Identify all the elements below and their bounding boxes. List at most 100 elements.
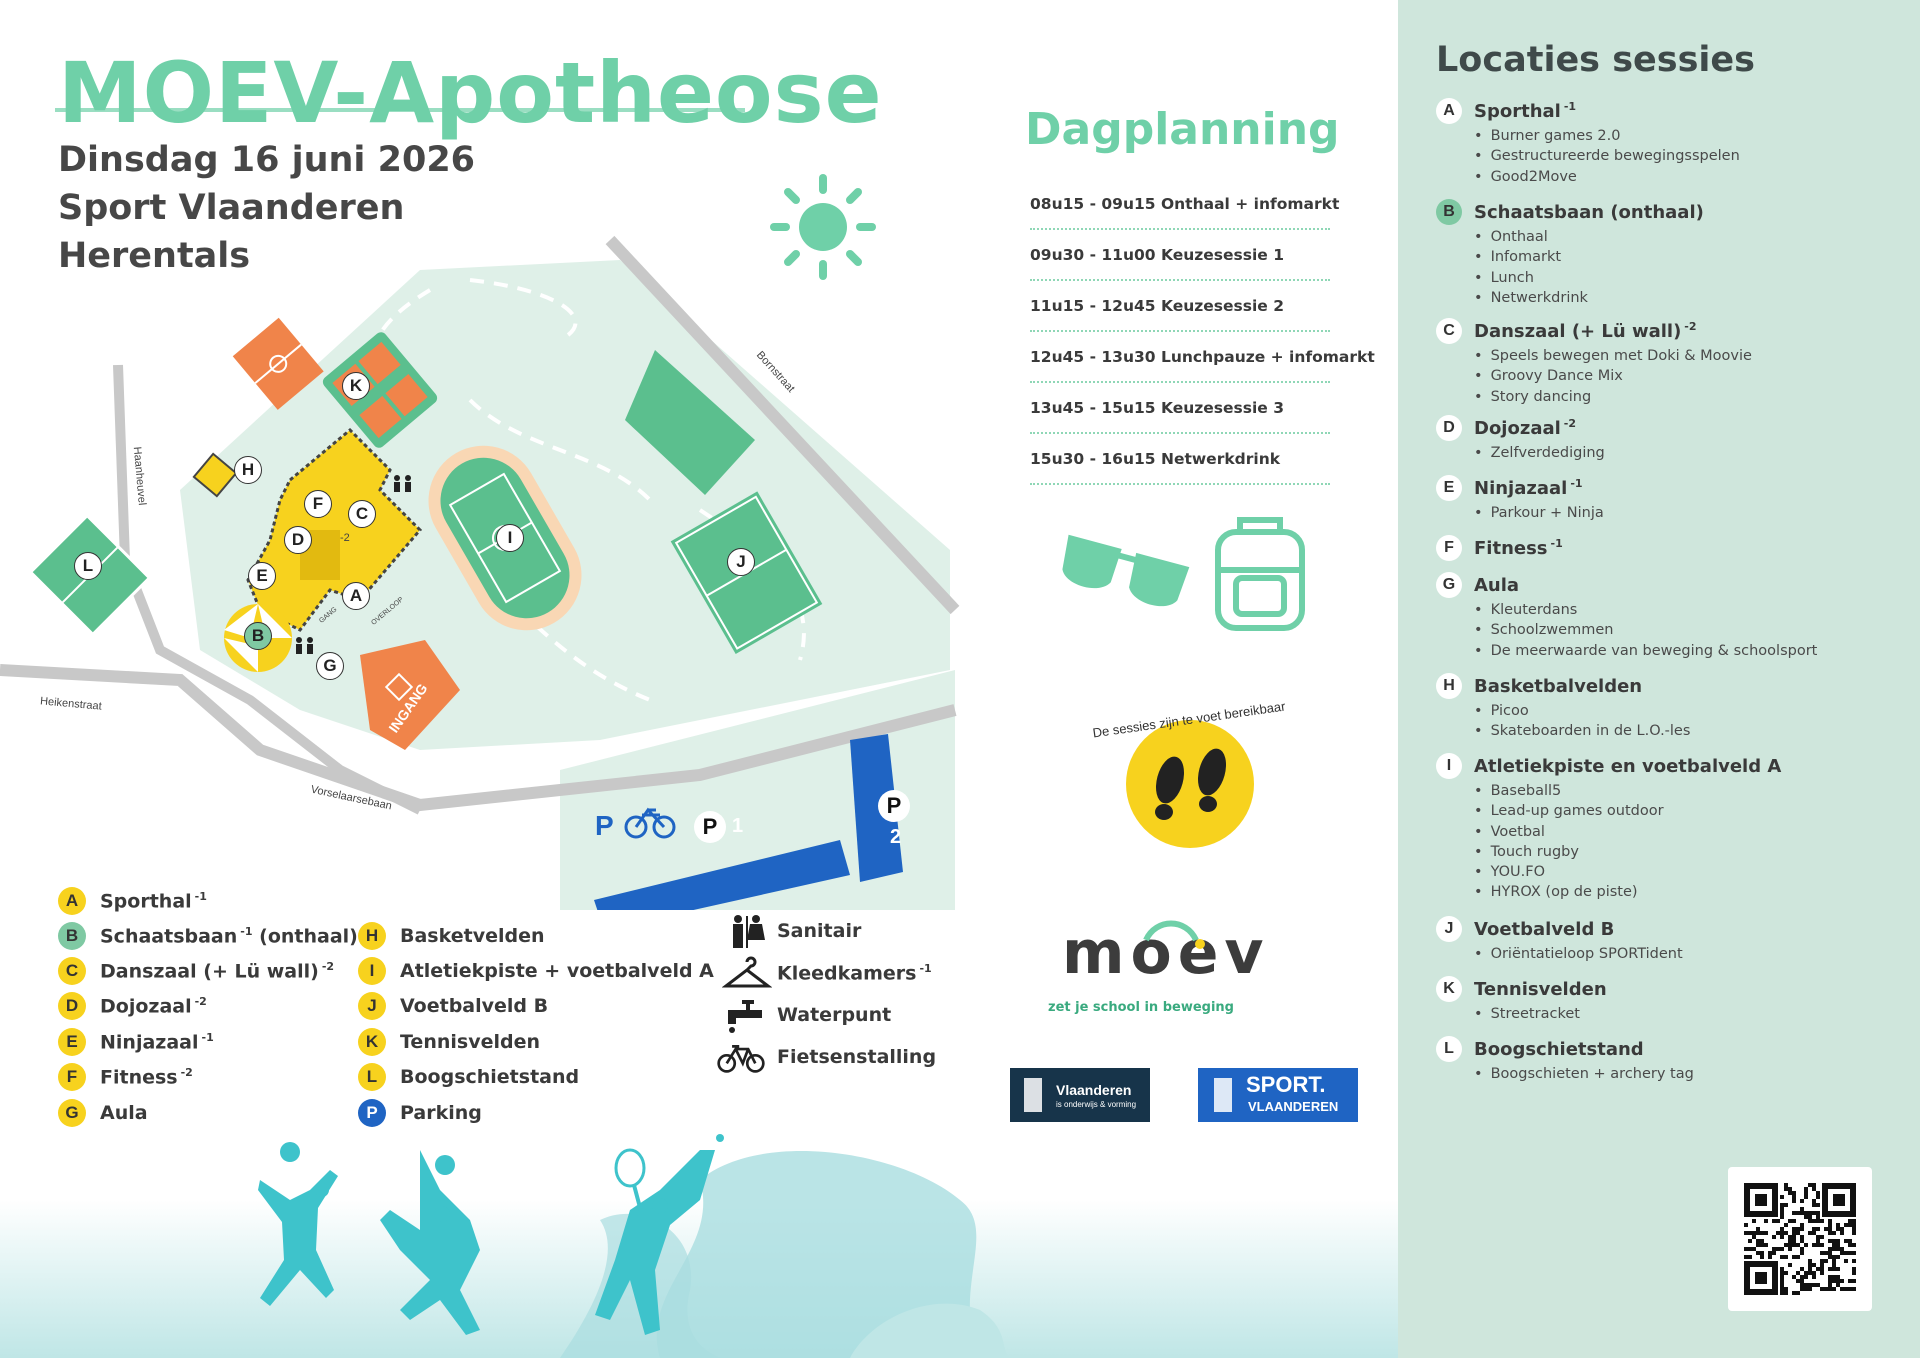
map-marker-i: I bbox=[496, 524, 524, 552]
legend-item-k: K Tennisvelden bbox=[358, 1027, 540, 1057]
location-badge: L bbox=[1436, 1036, 1462, 1062]
vlaanderen-logo-sub: is onderwijs & vorming bbox=[1056, 1100, 1137, 1109]
legend-badge: G bbox=[58, 1099, 86, 1127]
sport-vlaanderen-logo-line1: SPORT. bbox=[1246, 1072, 1326, 1097]
symbol-label-sanitair: Sanitair bbox=[777, 920, 862, 942]
qr-code[interactable] bbox=[1728, 1167, 1872, 1311]
session-item: Story dancing bbox=[1474, 387, 1906, 407]
sun-icon bbox=[770, 174, 876, 280]
location-name: Voetbalveld B bbox=[1474, 918, 1615, 940]
session-item: Zelfverdediging bbox=[1474, 443, 1906, 463]
toilet-map-icon bbox=[394, 475, 411, 492]
location-header: E Ninjazaal-1 bbox=[1436, 473, 1906, 503]
legend-badge: P bbox=[358, 1099, 386, 1127]
qr-code-icon bbox=[1744, 1183, 1856, 1295]
hanger-icon bbox=[722, 956, 772, 988]
legend-item-b: B Schaatsbaan-1 (onthaal) bbox=[58, 921, 358, 951]
location-name: Atletiekpiste en voetbalveld A bbox=[1474, 755, 1782, 777]
footpath bbox=[370, 278, 806, 702]
plan-row: 12u45 - 13u30 Lunchpauze + infomarkt bbox=[1030, 333, 1375, 383]
parking-p1-badge: P bbox=[694, 811, 726, 843]
session-item: Onthaal bbox=[1474, 227, 1906, 247]
location-badge: B bbox=[1436, 199, 1462, 225]
location-badge: C bbox=[1436, 318, 1462, 344]
location-name: Fitness-1 bbox=[1474, 537, 1563, 559]
session-list: Streetracket bbox=[1474, 1004, 1906, 1024]
map-marker-d: D bbox=[284, 526, 312, 554]
toilet-icon bbox=[733, 915, 765, 948]
session-item: Lead-up games outdoor bbox=[1474, 801, 1906, 821]
location-name: Aula bbox=[1474, 574, 1520, 596]
map-marker-b: B bbox=[244, 622, 272, 650]
svg-text:P: P bbox=[595, 810, 614, 841]
bottom-wave-background bbox=[0, 1151, 1398, 1358]
location-name: Boogschietstand bbox=[1474, 1038, 1644, 1060]
legend-badge: L bbox=[358, 1063, 386, 1091]
legend-label: Sporthal bbox=[100, 890, 192, 913]
legend-badge: D bbox=[58, 992, 86, 1020]
lion-icon bbox=[1024, 1078, 1042, 1112]
event-venue: Sport Vlaanderen bbox=[58, 188, 405, 228]
session-list: KleuterdansSchoolzwemmenDe meerwaarde va… bbox=[1474, 600, 1906, 661]
plan-row: 08u15 - 09u15 Onthaal + infomarkt bbox=[1030, 180, 1339, 230]
plan-row: 11u15 - 12u45 Keuzesessie 2 bbox=[1030, 282, 1330, 332]
session-item: Skateboarden in de L.O.-les bbox=[1474, 721, 1906, 741]
backpack-icon bbox=[1215, 517, 1305, 631]
location-entry: I Atletiekpiste en voetbalveld A Baseball5… bbox=[1436, 751, 1906, 903]
title-underline bbox=[55, 108, 745, 112]
legend-badge: K bbox=[358, 1028, 386, 1056]
location-badge: A bbox=[1436, 98, 1462, 124]
session-item: Netwerkdrink bbox=[1474, 288, 1906, 308]
dagplanning-title: Dagplanning bbox=[1025, 104, 1340, 155]
location-header: L Boogschietstand bbox=[1436, 1034, 1906, 1064]
entrance-shape bbox=[360, 640, 460, 750]
map-marker-h: H bbox=[234, 456, 262, 484]
session-item: De meerwaarde van beweging & schoolsport bbox=[1474, 641, 1906, 661]
session-item: Picoo bbox=[1474, 701, 1906, 721]
legend-item-p: P Parking bbox=[358, 1098, 482, 1128]
location-badge: J bbox=[1436, 916, 1462, 942]
legend-label: Ninjazaal bbox=[100, 1031, 199, 1054]
legend-item-f: F Fitness-2 bbox=[58, 1062, 193, 1092]
faucet-icon bbox=[728, 1000, 762, 1033]
legend-item-i: I Atletiekpiste + voetbalveld A bbox=[358, 956, 714, 986]
legend-badge: A bbox=[58, 887, 86, 915]
location-name: Ninjazaal-1 bbox=[1474, 477, 1583, 499]
session-item: Kleuterdans bbox=[1474, 600, 1906, 620]
session-item: Groovy Dance Mix bbox=[1474, 366, 1906, 386]
location-entry: K TennisveldenStreetracket bbox=[1436, 974, 1906, 1024]
session-item: Oriëntatieloop SPORTident bbox=[1474, 944, 1906, 964]
map-marker-e: E bbox=[248, 562, 276, 590]
session-item: Speels bewegen met Doki & Moovie bbox=[1474, 346, 1906, 366]
location-name: Tennisvelden bbox=[1474, 978, 1607, 1000]
location-badge: K bbox=[1436, 976, 1462, 1002]
map-marker-c: C bbox=[348, 500, 376, 528]
map-marker-a: A bbox=[342, 582, 370, 610]
legend-badge: F bbox=[58, 1063, 86, 1091]
location-badge: E bbox=[1436, 475, 1462, 501]
location-name: Sporthal-1 bbox=[1474, 100, 1577, 122]
legend-badge: E bbox=[58, 1028, 86, 1056]
session-list: PicooSkateboarden in de L.O.-les bbox=[1474, 701, 1906, 742]
legend-badge: B bbox=[58, 922, 86, 950]
parking-area: P bbox=[594, 734, 903, 910]
legend-item-a: A Sporthal-1 bbox=[58, 886, 207, 916]
location-header: I Atletiekpiste en voetbalveld A bbox=[1436, 751, 1906, 781]
parking-p1-number: 1 bbox=[732, 815, 744, 837]
location-entry: HBasketbalveldenPicooSkateboarden in de … bbox=[1436, 671, 1906, 742]
session-item: Boogschieten + archery tag bbox=[1474, 1064, 1906, 1084]
session-item: Good2Move bbox=[1474, 167, 1906, 187]
footsteps-badge bbox=[1126, 720, 1254, 848]
legend-label: Danszaal (+ Lü wall) bbox=[100, 960, 319, 983]
session-list: Baseball5Lead-up games outdoorVoetbalTou… bbox=[1474, 781, 1906, 903]
location-name: Schaatsbaan (onthaal) bbox=[1474, 201, 1704, 223]
location-badge: I bbox=[1436, 753, 1462, 779]
